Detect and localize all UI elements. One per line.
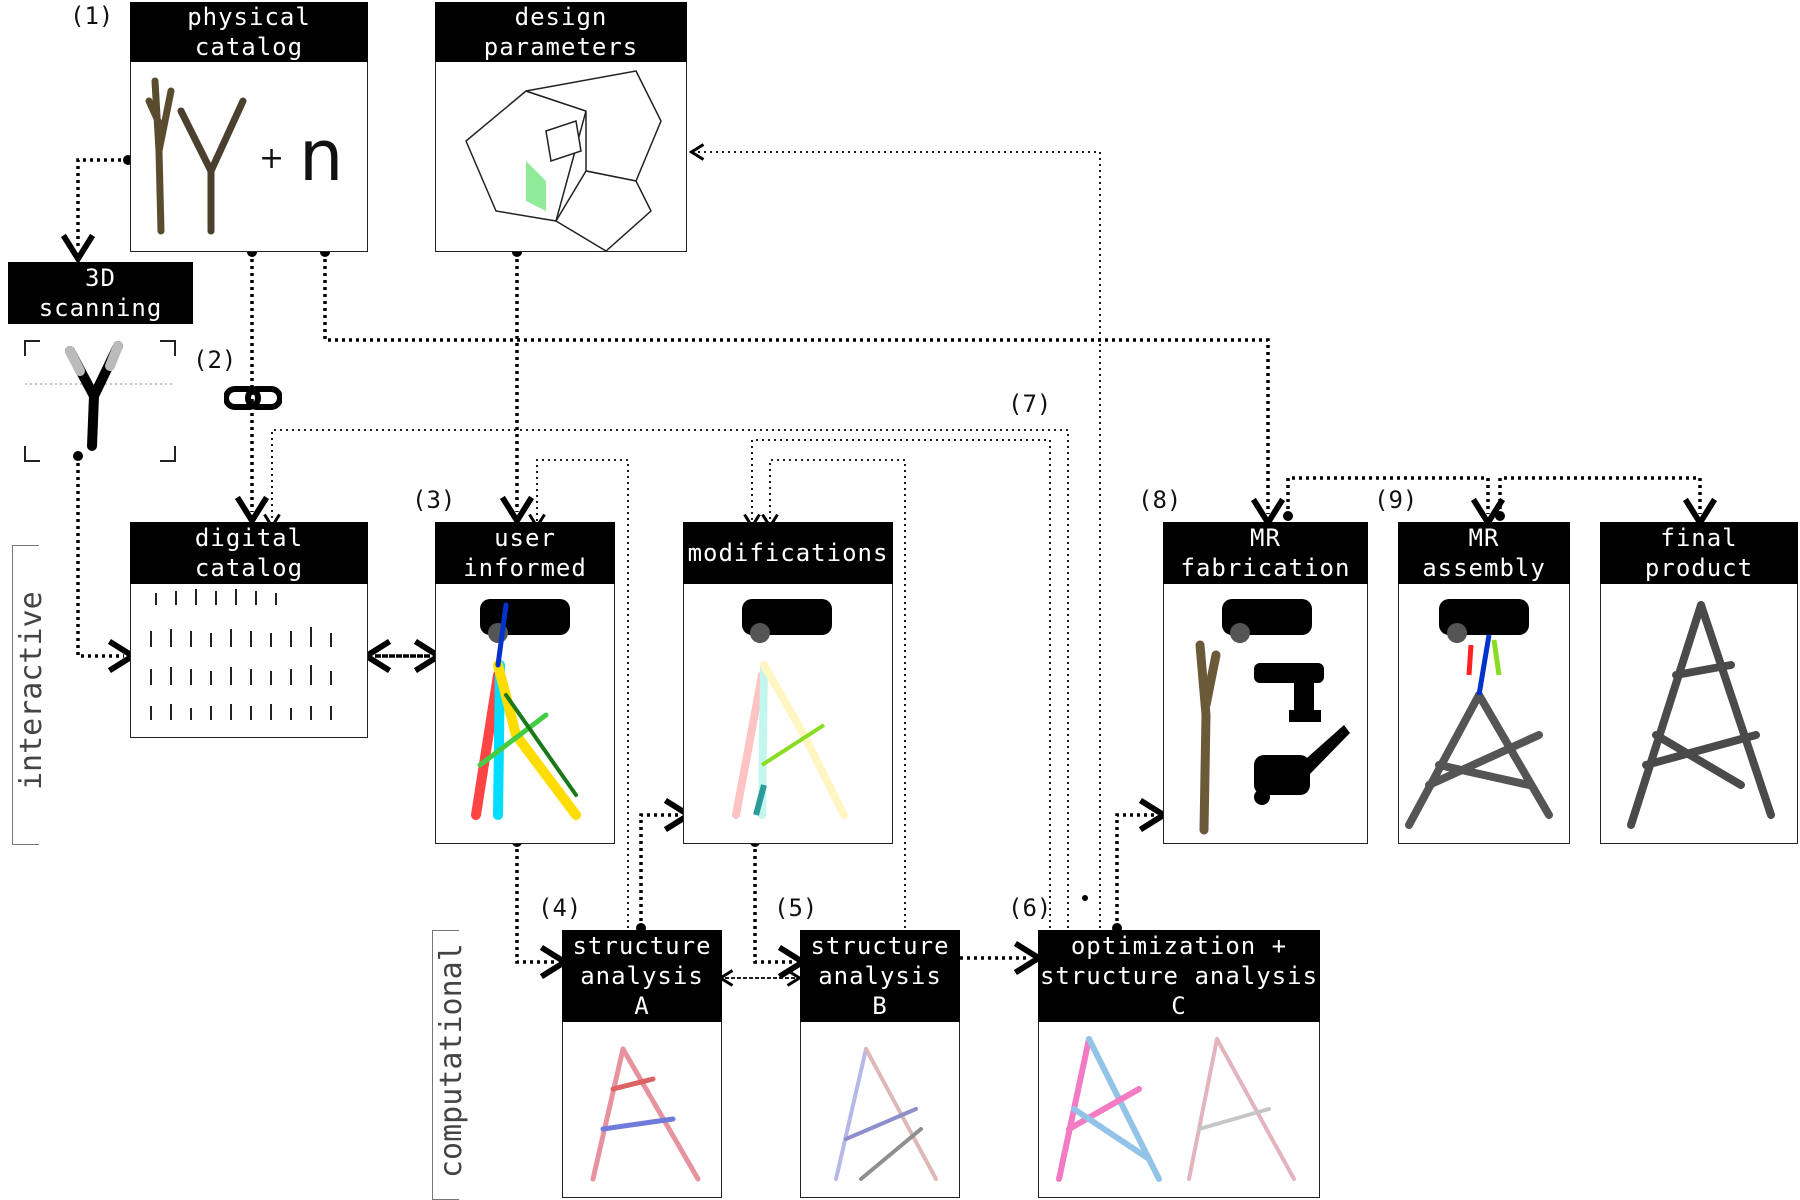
branch-grid-thumbnails — [150, 589, 332, 720]
edge-feedback-to-design — [688, 143, 1101, 928]
edge-feedback-to-user — [528, 459, 629, 928]
step-7-label: (7) — [1008, 390, 1052, 418]
edge-to-final — [1498, 476, 1718, 529]
step-9-label: (9) — [1374, 486, 1418, 514]
digital-catalog-header: digital catalog — [130, 522, 368, 584]
branch-pictogram — [145, 77, 247, 235]
structure-c-heatmap — [1056, 1036, 1296, 1182]
edge-feedback-to-mods — [743, 439, 1051, 928]
design-parameters-header: design parameters — [435, 2, 687, 62]
scanning-viewfinder — [24, 340, 176, 462]
edge-physical-to-fabrication — [323, 252, 1286, 529]
user-informed-structure-diagram — [471, 599, 581, 820]
final-product-header: final product — [1600, 522, 1798, 584]
structure-a-heatmap — [590, 1046, 701, 1182]
modifications-structure-diagram — [732, 599, 848, 819]
step-3-label: (3) — [412, 486, 456, 514]
step-5-label: (5) — [774, 894, 818, 922]
assembly-structure-diagram — [1405, 599, 1553, 829]
computational-label: computational — [434, 943, 469, 1178]
plus-sign: + — [259, 141, 285, 176]
structure-analysis-c-header: optimization + structure analysis C — [1038, 930, 1320, 1022]
headset-icon — [742, 599, 832, 643]
mr-fabrication-header: MR fabrication — [1163, 522, 1368, 584]
user-informed-header: user informed — [435, 522, 615, 584]
edge-feedback-to-digital — [263, 429, 1069, 928]
interactive-label: interactive — [14, 591, 49, 790]
edge-c-to-fabrication — [1115, 797, 1170, 928]
physical-catalog-header: physical catalog — [130, 2, 368, 62]
step-1-label: (1) — [70, 2, 114, 30]
drill-icon — [1254, 663, 1324, 722]
edge-scanning-to-digital — [76, 456, 139, 674]
headset-icon — [1222, 599, 1312, 643]
branch-image — [1195, 640, 1221, 835]
link-icon — [223, 386, 283, 410]
chainsaw-icon — [1254, 725, 1350, 805]
headset-icon — [1439, 599, 1529, 643]
headset-icon — [480, 599, 570, 643]
structure-analysis-b-header: structure analysis B — [800, 930, 960, 1022]
final-structure-image — [1627, 601, 1775, 829]
step-6-label: (6) — [1008, 894, 1052, 922]
mr-fabrication-node — [1163, 522, 1368, 844]
structure-analysis-a-header: structure analysis A — [562, 930, 722, 1022]
edge-feedback-b-to-mods — [761, 459, 906, 928]
edge-physical-to-scanning — [60, 158, 128, 265]
design-volume-diagram — [465, 70, 662, 251]
edge-mods-to-b — [753, 842, 809, 980]
fabrication-tools-pictogram — [1195, 599, 1350, 835]
mr-assembly-header: MR assembly — [1398, 522, 1570, 584]
modifications-header: modifications — [683, 522, 893, 584]
step-8-label: (8) — [1138, 486, 1182, 514]
structure-b-heatmap — [834, 1047, 938, 1181]
step-2-label: (2) — [193, 346, 237, 374]
interactive-bracket — [12, 545, 39, 845]
n-symbol: n — [299, 115, 344, 197]
scanning-header: 3D scanning — [8, 262, 193, 324]
edge-a-to-mods — [639, 797, 695, 928]
edge-user-to-a — [515, 842, 571, 980]
step-4-label: (4) — [538, 894, 582, 922]
